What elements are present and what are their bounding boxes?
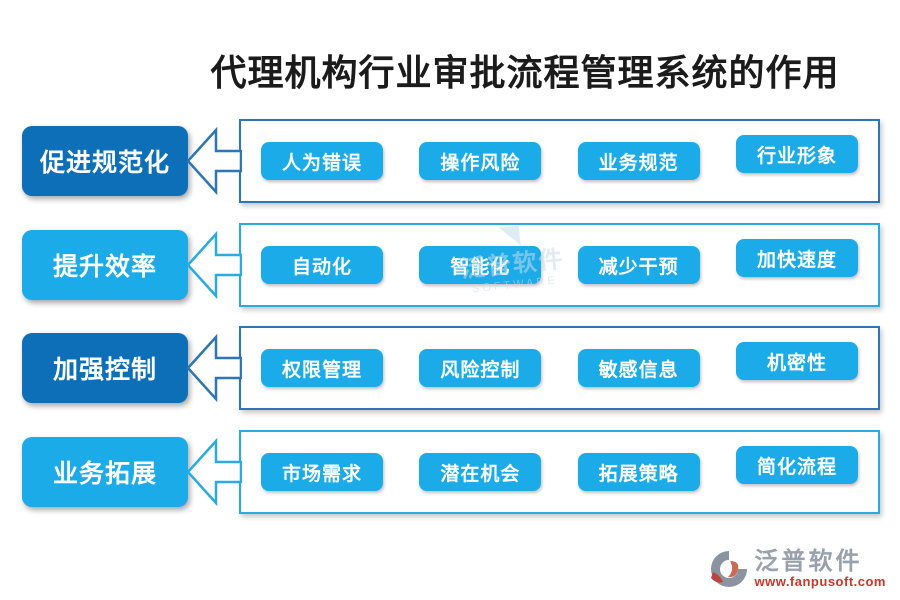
- item-tag: 减少干预: [577, 246, 700, 284]
- item-tag-text: 加快速度: [756, 249, 837, 271]
- items-panel: 市场需求 潜在机会 拓展策略 简化流程: [239, 430, 880, 514]
- benefit-row-2: 提升效率 自动化 智能化 减少干预 加快速度: [22, 221, 880, 309]
- item-tag-text: 市场需求: [281, 463, 362, 485]
- items-panel: 人为错误 操作风险 业务规范 行业形象: [239, 119, 880, 203]
- item-tag-text: 权限管理: [281, 359, 362, 381]
- item-tag-text: 业务规范: [598, 152, 679, 174]
- item-tag: 操作风险: [419, 142, 542, 180]
- item-tag: 业务规范: [577, 142, 700, 180]
- item-tag-text: 人为错误: [281, 152, 362, 174]
- footer-text: 泛普软件 www.fanpusoft.com: [754, 547, 886, 589]
- category-label-text: 提升效率: [52, 253, 157, 281]
- benefit-row-1: 促进规范化 人为错误 操作风险 业务规范 行业形象: [22, 117, 880, 205]
- item-tag: 简化流程: [735, 446, 858, 484]
- item-tag-text: 智能化: [450, 256, 511, 278]
- item-tag: 智能化: [419, 246, 542, 284]
- footer-url: www.fanpusoft.com: [754, 573, 886, 589]
- items-panel: 权限管理 风险控制 敏感信息 机密性: [239, 326, 880, 410]
- left-arrow-icon: [186, 437, 242, 507]
- items-panel: 自动化 智能化 减少干预 加快速度: [239, 223, 880, 307]
- category-label-text: 业务拓展: [52, 460, 157, 488]
- benefit-row-4: 业务拓展 市场需求 潜在机会 拓展策略 简化流程: [22, 428, 880, 516]
- item-tag: 市场需求: [261, 453, 383, 491]
- item-tag-text: 拓展策略: [598, 463, 679, 485]
- left-arrow-icon: [186, 126, 242, 196]
- category-label-text: 加强控制: [52, 356, 157, 384]
- item-tag: 权限管理: [261, 349, 383, 387]
- item-tag: 行业形象: [735, 135, 858, 173]
- item-tag-text: 操作风险: [440, 152, 521, 174]
- item-tag: 风险控制: [419, 349, 542, 387]
- category-label: 加强控制: [22, 333, 188, 403]
- item-tag-text: 自动化: [291, 256, 352, 278]
- page-title: 代理机构行业审批流程管理系统的作用: [210, 53, 840, 93]
- item-tag-text: 机密性: [766, 352, 827, 374]
- category-label: 促进规范化: [22, 126, 188, 196]
- item-tag-text: 简化流程: [756, 456, 837, 478]
- item-tag-text: 潜在机会: [440, 463, 521, 485]
- footer-logo: 泛普软件 www.fanpusoft.com: [708, 548, 886, 590]
- category-label: 提升效率: [22, 230, 188, 300]
- footer-brand: 泛普软件: [754, 547, 863, 575]
- item-tag: 自动化: [261, 246, 383, 284]
- item-tag-text: 行业形象: [756, 145, 837, 167]
- category-label-text: 促进规范化: [39, 149, 170, 177]
- item-tag-text: 减少干预: [598, 256, 679, 278]
- item-tag-text: 风险控制: [440, 359, 521, 381]
- item-tag: 加快速度: [735, 239, 858, 277]
- item-tag: 拓展策略: [577, 453, 700, 491]
- item-tag: 人为错误: [261, 142, 383, 180]
- left-arrow-icon: [186, 230, 242, 300]
- item-tag-text: 敏感信息: [598, 359, 679, 381]
- left-arrow-icon: [186, 333, 242, 403]
- item-tag: 潜在机会: [419, 453, 542, 491]
- fanpu-logo-icon: [711, 551, 748, 587]
- item-tag: 机密性: [735, 342, 858, 380]
- benefit-row-3: 加强控制 权限管理 风险控制 敏感信息 机密性: [22, 324, 880, 412]
- item-tag: 敏感信息: [577, 349, 700, 387]
- category-label: 业务拓展: [22, 437, 188, 507]
